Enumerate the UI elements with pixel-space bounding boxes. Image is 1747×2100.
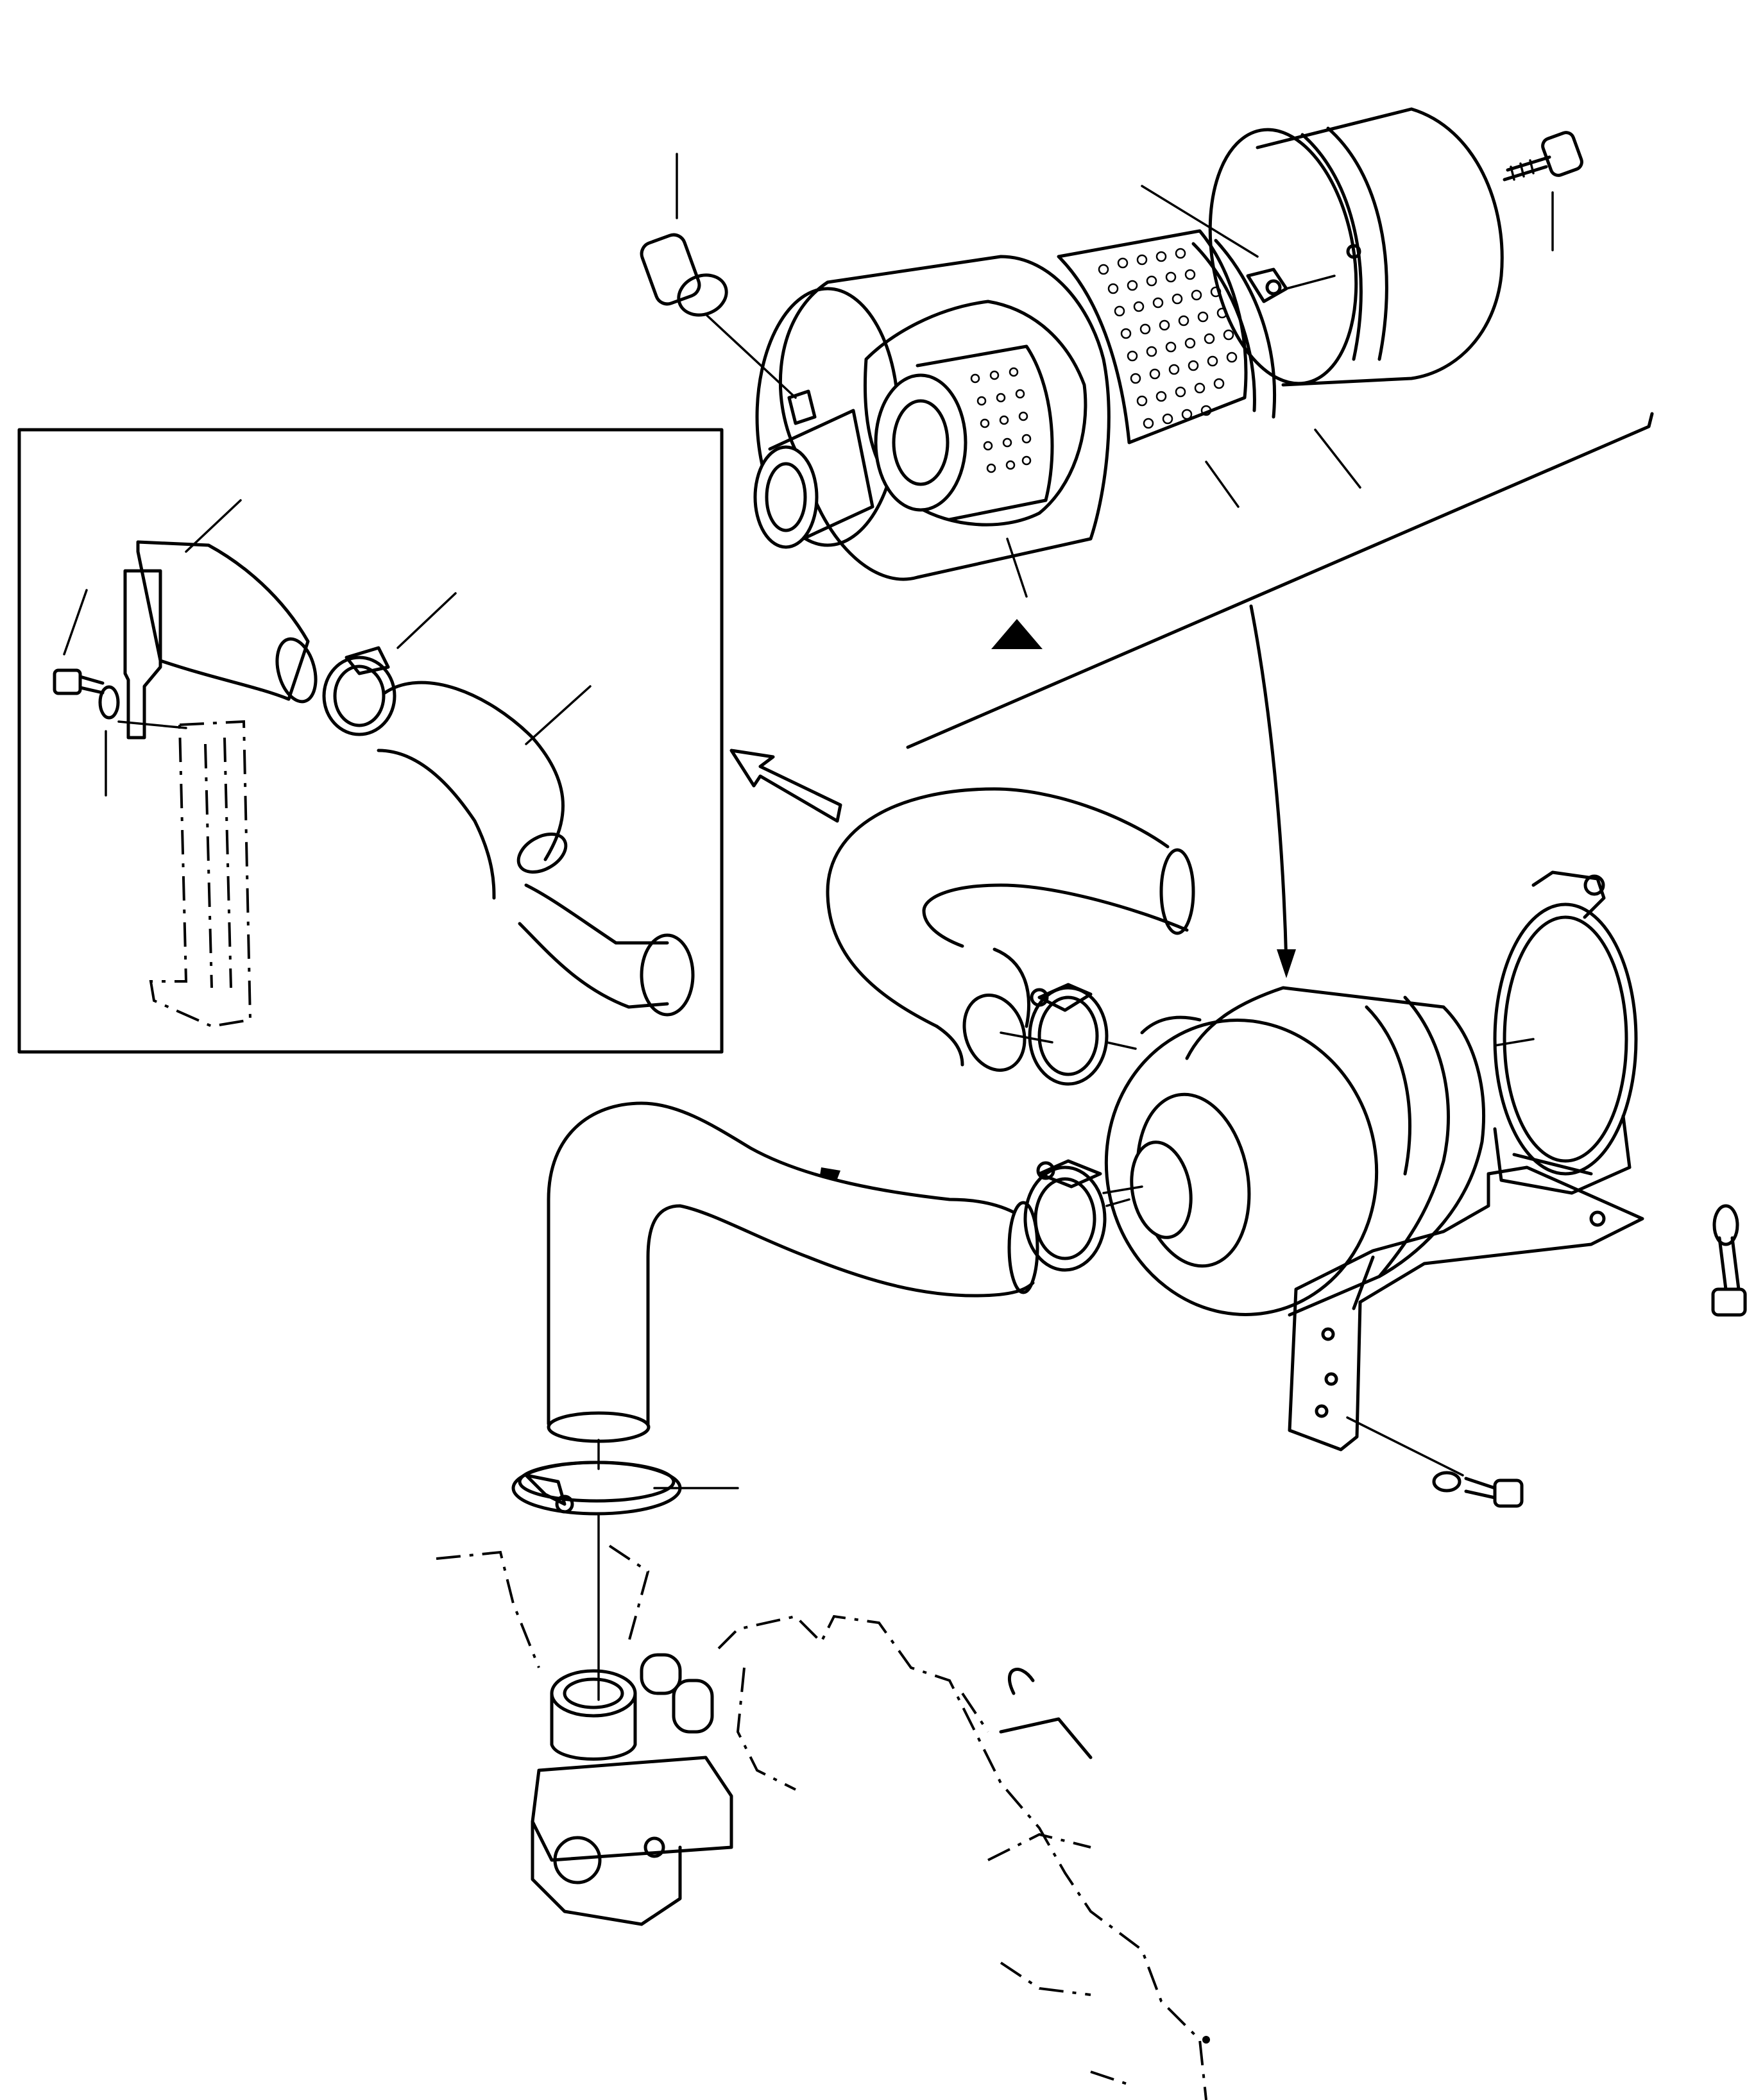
wing-nut: [1246, 244, 1361, 303]
end-cover-screw: [1503, 131, 1583, 182]
engine-phantom-outline: [436, 1545, 1207, 2100]
assembly-direction-arrow: [1249, 604, 1296, 978]
inset-detail-box: [17, 428, 724, 1054]
black-triangle-marker: [991, 619, 1043, 649]
lower-intake-hose: [547, 1101, 1039, 1443]
section-divider-line: [906, 412, 1654, 749]
support-bracket: [1288, 1165, 1644, 1477]
hose-clamp-upper: [1028, 983, 1137, 1086]
bracket-bolts: [1432, 1204, 1747, 1508]
hose-clamp-lower: [511, 1439, 739, 1701]
air-cleaner-body: [1102, 870, 1638, 1317]
engine-intake-manifold: [531, 1653, 1093, 1926]
filter-perforation-pattern: [1098, 248, 1238, 429]
restriction-indicator: [640, 233, 817, 425]
upper-s-hose: [826, 787, 1195, 1072]
air-cleaner-cutaway: [640, 107, 1583, 598]
hollow-arrow-icon: [729, 749, 842, 823]
